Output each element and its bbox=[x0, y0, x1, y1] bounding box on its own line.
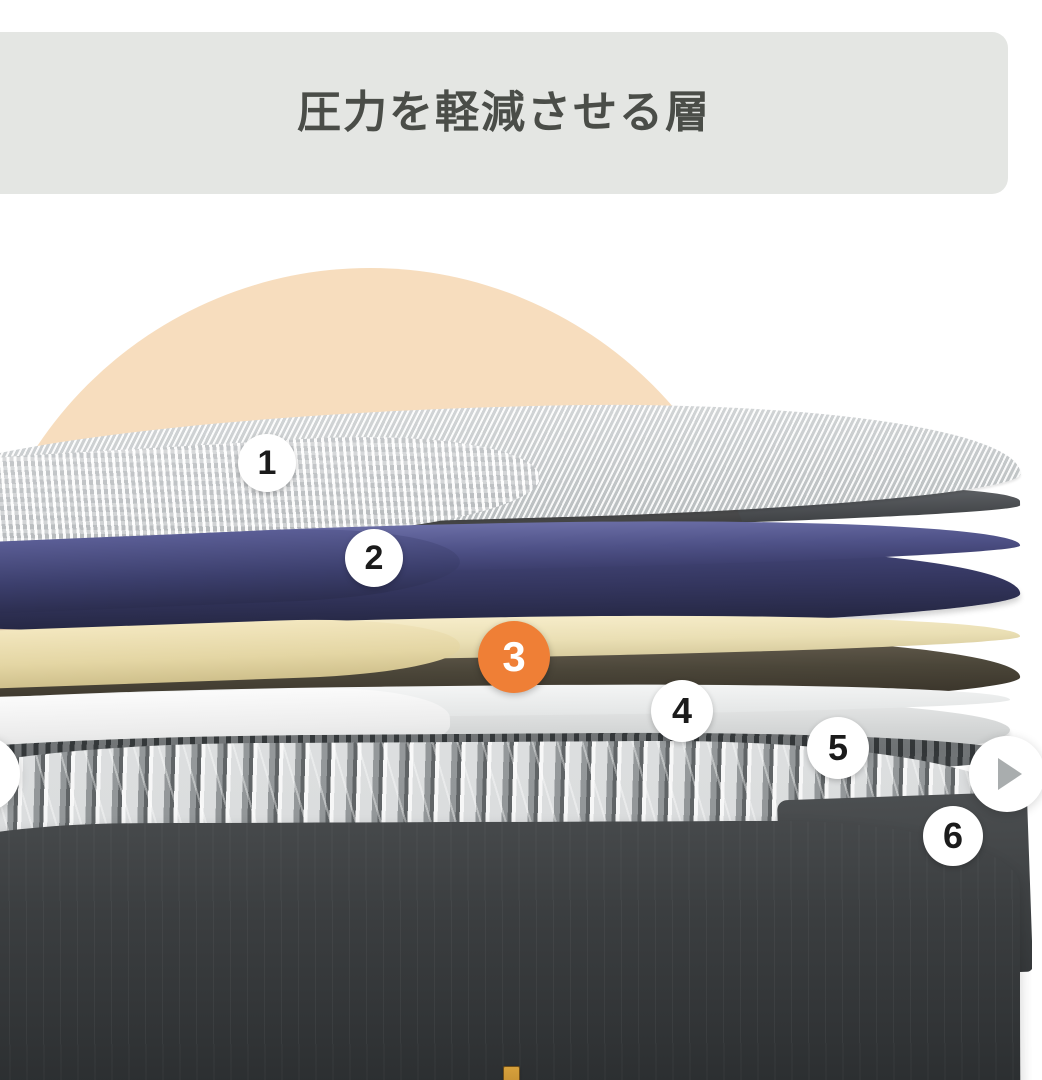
layer-badge-5-label: 5 bbox=[827, 727, 849, 768]
carousel-next-button[interactable] bbox=[969, 736, 1042, 812]
chevron-right-icon bbox=[998, 758, 1022, 790]
silhouette-mask-bottom-right bbox=[1032, 784, 1042, 1080]
section-header-banner: 圧力を軽減させる層 bbox=[0, 32, 1008, 194]
layer-badge-2-label: 2 bbox=[364, 539, 384, 577]
layer-badge-1[interactable]: 1 bbox=[238, 434, 296, 492]
layer-badge-2[interactable]: 2 bbox=[345, 529, 403, 587]
brand-tag bbox=[503, 1066, 520, 1080]
silhouette-mask-right bbox=[1034, 194, 1042, 524]
layer-badge-3-label: 3 bbox=[502, 633, 526, 680]
page-title: 圧力を軽減させる層 bbox=[297, 88, 711, 137]
base-border-layer bbox=[0, 820, 1021, 1080]
layer-badge-6[interactable]: 6 bbox=[923, 806, 983, 866]
layer-badge-1-label: 1 bbox=[257, 444, 277, 482]
layer-badge-4[interactable]: 4 bbox=[651, 680, 713, 742]
product-layer-carousel[interactable]: 1 2 3 4 5 6 bbox=[0, 194, 1042, 1080]
layer-badge-6-label: 6 bbox=[942, 815, 964, 856]
mattress-cutaway-illustration bbox=[0, 194, 1042, 1080]
layer-badge-4-label: 4 bbox=[671, 690, 693, 731]
layer-badge-3[interactable]: 3 bbox=[478, 621, 550, 693]
layer-badge-5[interactable]: 5 bbox=[807, 717, 869, 779]
